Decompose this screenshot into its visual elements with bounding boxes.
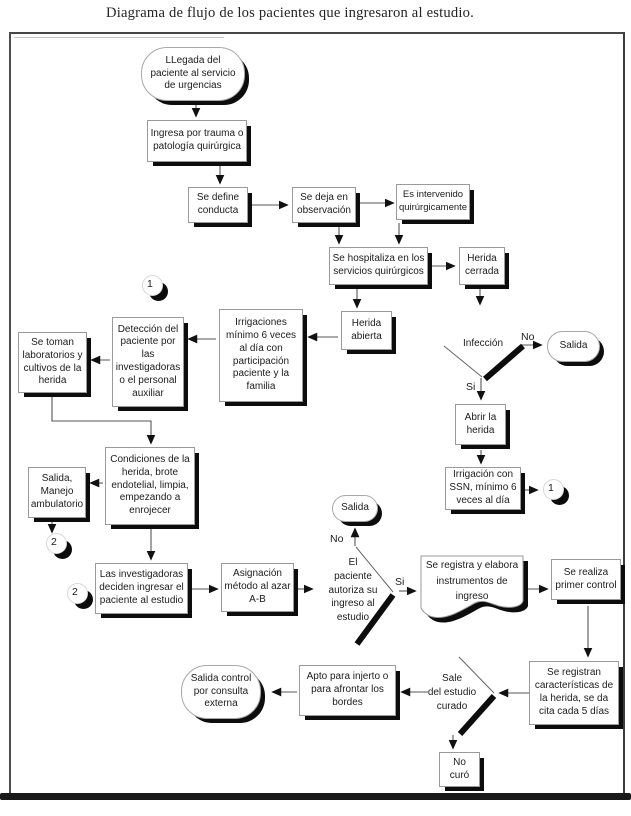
node-apto: Apto para injerto o para afrontar los bo… [299, 665, 396, 716]
node-salida-infeccion-terminator: Salida [547, 331, 600, 362]
node-primer-control: Se realiza primer control [551, 559, 621, 600]
node-ingresa: Ingresa por trauma o patología quirúrgic… [147, 120, 247, 162]
node-abrir-herida-label: Abrir la herida [464, 411, 497, 436]
node-observacion: Se deja en observación [292, 187, 356, 223]
node-intervenido-label: Es intervenido quirúrgicamente [398, 189, 468, 213]
scan-artifact-line [14, 37, 224, 38]
node-observacion-label: Se deja en observación [297, 192, 351, 216]
decision-autoriza-no: No [330, 533, 344, 545]
decision-autoriza-edge-thin [355, 546, 394, 593]
node-deteccion-label: Detección del paciente por las investiga… [115, 323, 181, 399]
connector-1-right-label: 1 [548, 482, 554, 494]
connector-1-top: 1 [142, 275, 163, 296]
node-hospitaliza: Se hospitaliza en los servicios quirúrgi… [329, 247, 428, 285]
node-herida-cerrada: Herida cerrada [459, 247, 505, 285]
connector-2-mid: 2 [67, 583, 88, 604]
node-irrigaciones: Irrigaciones mínimo 6 veces al día con p… [219, 309, 303, 402]
node-salida-control-terminator: Salida control por consulta externa [181, 665, 261, 719]
node-irrigacion-ssn-label: Irrigación con SSN, mínimo 6 veces al dí… [449, 469, 517, 506]
connector-2-mid-label: 2 [72, 586, 78, 598]
decision-autoriza-yes: Si [395, 576, 405, 588]
connector-2-left: 2 [46, 533, 67, 554]
connector-2-left-label: 2 [51, 536, 57, 548]
page-title: Diagrama de flujo de los pacientes que i… [105, 5, 474, 21]
node-asignacion: Asignación método al azar A-B [221, 563, 294, 612]
document-body [420, 555, 524, 619]
decision-infeccion-yes: Si [466, 381, 476, 393]
node-llegada-terminator: LLegada del paciente al servicio de urge… [141, 47, 245, 101]
node-ingresa-label: Ingresa por trauma o patología quirúrgic… [150, 128, 244, 152]
connector-1-right: 1 [543, 479, 564, 500]
node-herida-abierta: Herida abierta [341, 311, 392, 350]
node-intervenido: Es intervenido quirúrgicamente [396, 184, 470, 220]
node-condiciones-label: Condiciones de la herida, brote endoteli… [110, 454, 190, 517]
decision-infeccion-edge-thick [483, 343, 525, 382]
decision-sale-curado-label: Sale del estudio curado [427, 673, 477, 712]
decision-autoriza-edge-thick [354, 593, 396, 646]
node-salida-autoriza-terminator: Salida [332, 495, 378, 522]
node-salida-ambulatorio: Salida, Manejo ambulatorio [28, 467, 86, 518]
scan-artifact-bottom-bar [0, 793, 631, 800]
arrow-laboratorios-condiciones [51, 395, 156, 445]
node-asignacion-label: Asignación método al azar A-B [224, 568, 291, 605]
node-registra-label: Se registra y elabora instrumentos de in… [425, 560, 519, 602]
node-herida-cerrada-label: Herida cerrada [465, 253, 499, 277]
node-condiciones: Condiciones de la herida, brote endoteli… [105, 447, 195, 525]
node-hospitaliza-label: Se hospitaliza en los servicios quirúrgi… [332, 253, 425, 277]
decision-infeccion-edge-thin [443, 345, 483, 378]
node-herida-abierta-label: Herida abierta [351, 317, 382, 342]
decision-sale-curado-edge-thick [457, 693, 497, 737]
node-laboratorios: Se toman laboratorios y cultivos de la h… [18, 332, 87, 393]
node-deteccion: Detección del paciente por las investiga… [112, 317, 184, 407]
decision-infeccion-no: No [521, 331, 535, 343]
node-salida-ambulatorio-label: Salida, Manejo ambulatorio [30, 473, 84, 510]
node-apto-label: Apto para injerto o para afrontar los bo… [306, 671, 389, 708]
decision-infeccion-label: Infección [462, 338, 504, 349]
node-salida-infeccion-label: Salida [559, 340, 588, 352]
decision-sale-curado-edge-thin [458, 656, 495, 694]
page-border [9, 32, 625, 795]
decision-autoriza-label: El paciente autoriza su ingreso al estud… [328, 557, 378, 624]
node-primer-control-label: Se realiza primer control [555, 566, 617, 591]
node-llegada-label: LLegada del paciente al servicio de urge… [150, 54, 236, 92]
node-investigadoras: Las investigadoras deciden ingresar el p… [95, 563, 188, 614]
node-conducta-label: Se define conducta [196, 192, 240, 216]
connector-1-top-label: 1 [147, 278, 153, 290]
document-shape-registra [420, 555, 528, 623]
node-abrir-herida: Abrir la herida [455, 404, 506, 445]
node-investigadoras-label: Las investigadoras deciden ingresar el p… [99, 569, 184, 606]
node-irrigaciones-label: Irrigaciones mínimo 6 veces al día con p… [225, 317, 297, 393]
node-irrigacion-ssn: Irrigación con SSN, mínimo 6 veces al dí… [445, 467, 521, 510]
node-no-curo-label: No curó [449, 756, 470, 781]
node-salida-autoriza-label: Salida [341, 502, 369, 514]
node-salida-control-label: Salida control por consulta externa [190, 672, 252, 710]
node-registran-label: Se registran características de la herid… [534, 667, 614, 717]
node-no-curo: No curó [439, 752, 480, 787]
node-conducta: Se define conducta [188, 187, 248, 223]
node-registran: Se registran características de la herid… [529, 661, 619, 725]
node-laboratorios-label: Se toman laboratorios y cultivos de la h… [22, 336, 83, 387]
